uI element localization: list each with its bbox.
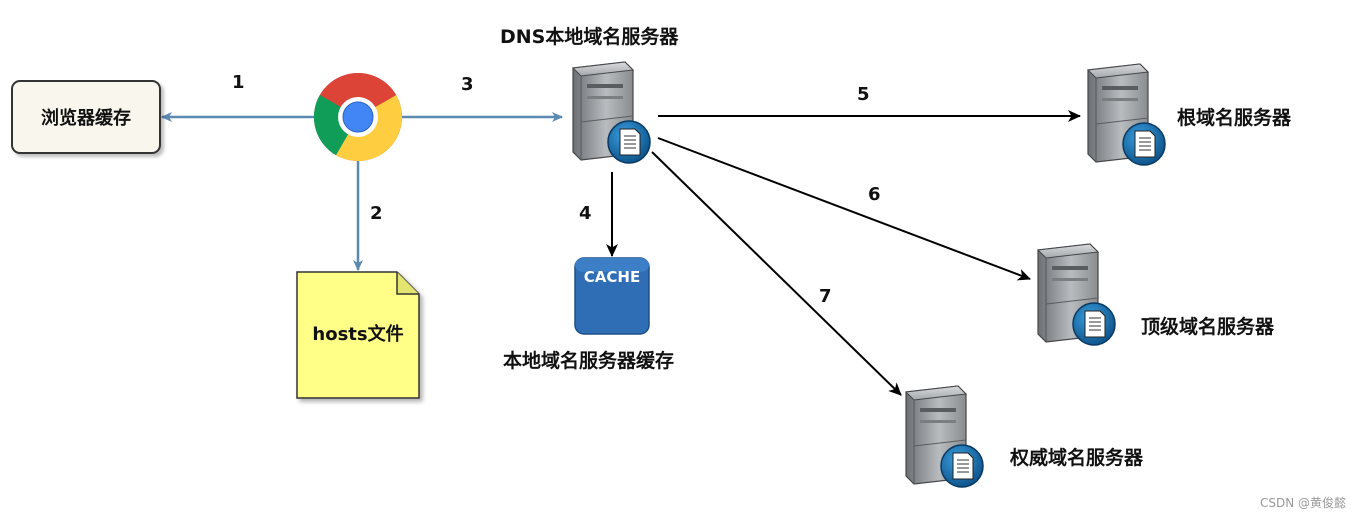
- browser-cache-box: 浏览器缓存: [11, 80, 161, 154]
- server-icon: [1037, 243, 1116, 346]
- step-label-1: 1: [232, 72, 245, 93]
- step-label-5: 5: [857, 84, 870, 105]
- file-icon: [296, 271, 420, 399]
- server-icon: [905, 385, 984, 488]
- auth-server-label: 权威域名服务器: [1010, 447, 1144, 469]
- chrome-icon: [314, 73, 402, 161]
- step-label-4: 4: [579, 203, 592, 224]
- step-label-3: 3: [461, 74, 474, 95]
- watermark: CSDN @黄俊懿: [1259, 496, 1346, 510]
- step-label-7: 7: [819, 286, 832, 307]
- arrow-7: [651, 151, 902, 396]
- tld-server-label: 顶级域名服务器: [1141, 316, 1275, 338]
- local-dns-cache-label: 本地域名服务器缓存: [503, 350, 675, 372]
- step-label-6: 6: [868, 184, 881, 205]
- hosts-file-label: hosts文件: [312, 324, 404, 345]
- local-dns-label: DNS本地域名服务器: [500, 26, 679, 48]
- server-icon: [1087, 63, 1166, 166]
- cache-icon-text: CACHE: [583, 268, 641, 286]
- arrow-6: [657, 137, 1031, 281]
- step-label-2: 2: [370, 203, 383, 224]
- root-server-label: 根域名服务器: [1177, 107, 1292, 129]
- cache-icon: [574, 257, 650, 335]
- server-icon: [572, 61, 651, 164]
